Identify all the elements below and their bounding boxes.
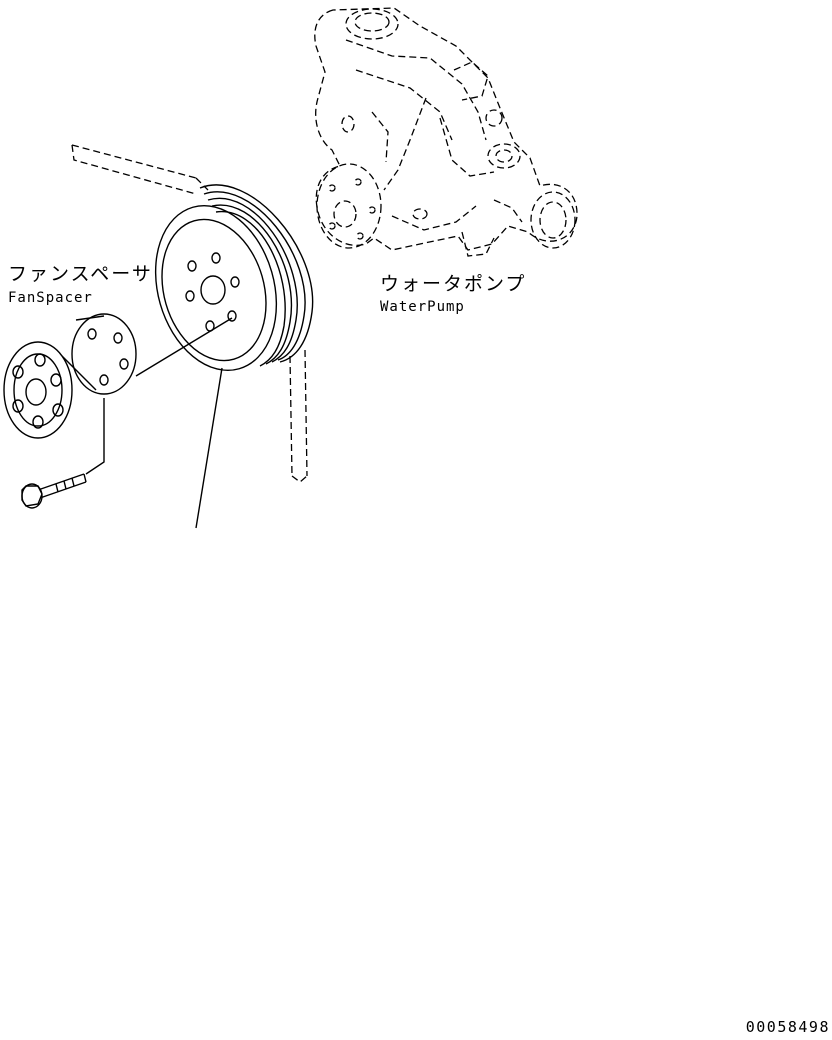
- fan-spacer-label-en: FanSpacer: [8, 290, 93, 306]
- fan-belt: [71, 144, 308, 483]
- water-pump-label-en: WaterPump: [380, 299, 465, 315]
- bolt: [21, 473, 87, 509]
- drawing-code: 00058498: [745, 1018, 830, 1036]
- water-pump-label-jp: ウォータポンプ: [380, 273, 527, 295]
- fan-spacer: [3, 313, 137, 439]
- water-pump-drawing: [314, 7, 578, 257]
- fan-spacer-label-jp: ファンスペーサ: [8, 263, 153, 285]
- pulley: [154, 184, 314, 372]
- leader-lines: [85, 317, 233, 529]
